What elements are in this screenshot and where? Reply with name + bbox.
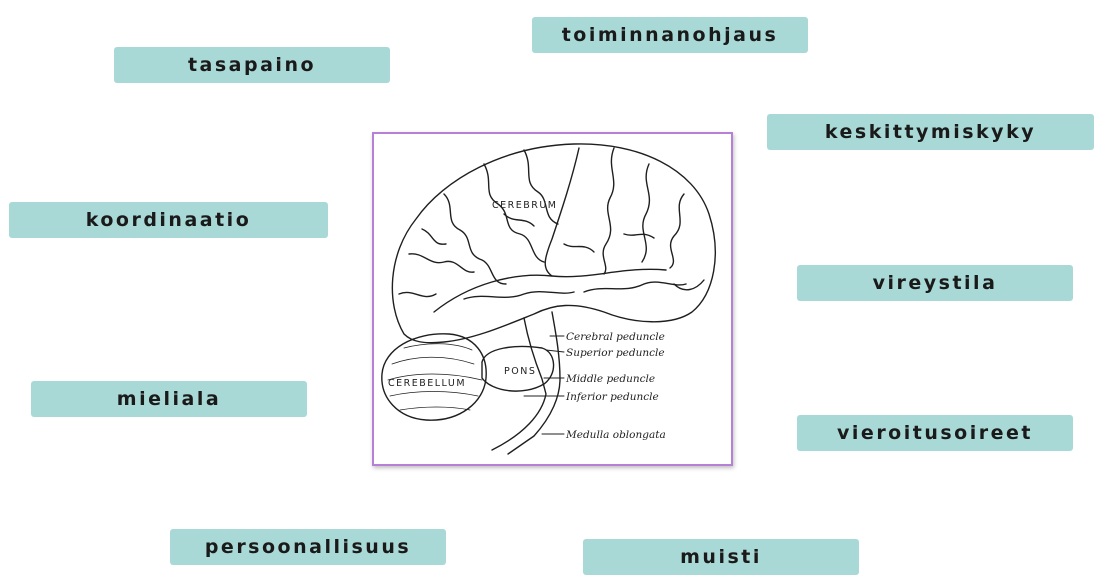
- cerebrum-label: CEREBRUM: [492, 200, 558, 211]
- inferior-peduncle-label: Inferior peduncle: [565, 391, 659, 403]
- brainstem: [492, 312, 560, 454]
- brain-diagram: CEREBRUM CEREBELLUM PONS Cerebral pedunc…: [372, 132, 733, 466]
- superior-peduncle-label: Superior peduncle: [566, 347, 665, 359]
- function-chip-mieliala[interactable]: mieliala: [31, 381, 307, 417]
- middle-peduncle-label: Middle peduncle: [565, 373, 655, 385]
- medulla-oblongata-label: Medulla oblongata: [565, 429, 666, 441]
- function-chip-keskittymiskyky[interactable]: keskittymiskyky: [767, 114, 1094, 150]
- pons-label: PONS: [504, 366, 536, 377]
- function-chip-koordinaatio[interactable]: koordinaatio: [9, 202, 328, 238]
- function-chip-vireystila[interactable]: vireystila: [797, 265, 1073, 301]
- function-chip-tasapaino[interactable]: tasapaino: [114, 47, 390, 83]
- function-chip-vieroitusoireet[interactable]: vieroitusoireet: [797, 415, 1073, 451]
- cerebral-peduncle-label: Cerebral peduncle: [566, 331, 665, 343]
- cerebrum-outline: [392, 144, 715, 343]
- cerebellum-label: CEREBELLUM: [388, 378, 466, 389]
- function-chip-toiminnanohjaus[interactable]: toiminnanohjaus: [532, 17, 808, 53]
- brain-illustration: CEREBRUM CEREBELLUM PONS Cerebral pedunc…: [374, 134, 731, 464]
- function-chip-muisti[interactable]: muisti: [583, 539, 859, 575]
- function-chip-persoonallisuus[interactable]: persoonallisuus: [170, 529, 446, 565]
